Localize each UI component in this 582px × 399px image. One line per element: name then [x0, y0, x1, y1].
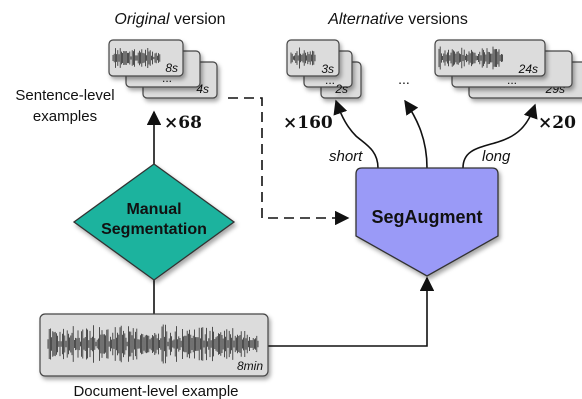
long-segments-stack: 29s ... 24s: [434, 39, 582, 99]
short-card-back-duration: 2s: [334, 82, 348, 96]
document-card: 8min: [39, 313, 269, 377]
document-duration: 8min: [237, 359, 263, 373]
manual-segmentation-label-line2: Segmentation: [101, 221, 207, 238]
original-multiplier: ×68: [164, 113, 202, 133]
short-card-front: 3s ...: [286, 39, 340, 87]
arrow-document-to-segaugment: [268, 276, 435, 347]
sentence-level-label-line1: Sentence-level: [15, 87, 114, 104]
manual-segmentation-label-line1: Manual: [126, 201, 181, 218]
short-card-waveform: [290, 47, 316, 69]
segaugment-node: [355, 167, 499, 277]
short-card-front-duration: 3s: [321, 62, 334, 76]
sentence-card-ellipsis: ...: [162, 71, 172, 85]
document-waveform: [47, 324, 259, 364]
long-card-ellipsis: ...: [507, 73, 517, 87]
long-card-front: 24s: [434, 39, 546, 77]
original-version-header: Original version: [114, 11, 225, 28]
sentence-level-stack: 4s ... 8s: [108, 39, 218, 99]
long-multiplier: ×20: [538, 113, 576, 133]
dashed-arrow-sentences-to-segaugment: [228, 97, 350, 226]
segaugment-label: SegAugment: [371, 207, 482, 227]
branch-label-short: short: [329, 148, 363, 165]
sentence-level-label-line2: examples: [33, 108, 97, 125]
long-card-front-duration: 24s: [518, 62, 538, 76]
short-card-ellipsis: ...: [325, 73, 335, 87]
arrow-segaugment-to-long: [462, 103, 538, 169]
arrow-segaugment-to-middle: [404, 99, 428, 169]
sentence-card-waveform: [112, 48, 161, 68]
short-segments-stack: 2s 3s ...: [286, 39, 362, 99]
long-card-waveform: [438, 46, 503, 70]
arrow-segaugment-to-short: [333, 99, 379, 169]
short-multiplier: ×160: [283, 113, 333, 133]
document-level-caption: Document-level example: [73, 383, 238, 399]
sentence-card-front: 8s: [108, 39, 184, 77]
sentence-card-front-duration: 8s: [165, 61, 178, 75]
alternative-ellipsis: ...: [398, 71, 410, 87]
manual-segmentation-node: [72, 163, 236, 281]
branch-label-long: long: [482, 148, 511, 165]
alternative-versions-header: Alternative versions: [327, 11, 468, 28]
